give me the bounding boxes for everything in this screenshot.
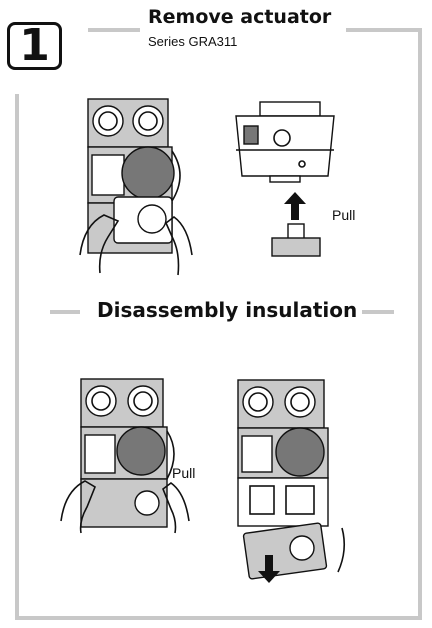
pull-label-bottom: Pull — [172, 465, 196, 481]
arrow-up-icon — [284, 192, 306, 220]
section-right-line — [362, 310, 394, 314]
disassembly-right-illustration — [237, 379, 346, 580]
remove-actuator-illustration — [79, 98, 193, 276]
frame-left-line — [15, 94, 19, 620]
disassembly-left-illustration — [60, 378, 190, 534]
step-number-badge: 1 — [7, 22, 62, 70]
frame-top-right-line — [346, 28, 421, 32]
section-title: Disassembly insulation — [97, 298, 358, 322]
valve-part-illustration — [271, 223, 321, 257]
frame-top-left-line — [88, 28, 140, 32]
arrow-down-icon — [258, 555, 280, 583]
frame-bottom-line — [15, 616, 422, 620]
page-title: Remove actuator — [148, 6, 332, 28]
actuator-side-illustration — [235, 101, 335, 183]
section-left-line — [50, 310, 80, 314]
pull-label-top: Pull — [332, 207, 356, 223]
frame-right-line — [418, 28, 422, 620]
page-subtitle: Series GRA311 — [148, 34, 238, 49]
